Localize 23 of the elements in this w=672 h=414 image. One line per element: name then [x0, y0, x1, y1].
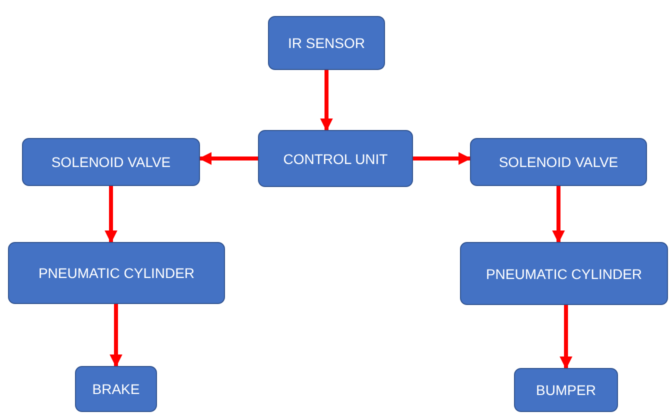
- arrow: [552, 186, 565, 244]
- box-label: PNEUMATIC CYLINDER: [486, 266, 642, 282]
- process-box: [470, 138, 647, 186]
- box-label: IR SENSOR: [288, 35, 365, 51]
- arrow: [320, 70, 333, 132]
- process-box: [22, 138, 200, 186]
- process-box: [460, 242, 668, 305]
- box-label: BRAKE: [92, 381, 140, 397]
- arrow: [560, 305, 572, 370]
- arrow: [110, 304, 122, 368]
- box-label: SOLENOID VALVE: [498, 154, 618, 170]
- arrow: [198, 152, 258, 165]
- process-box: [8, 242, 225, 304]
- arrow: [413, 152, 472, 165]
- box-label: SOLENOID VALVE: [51, 154, 171, 170]
- process-box: [75, 366, 157, 412]
- box-label: PNEUMATIC CYLINDER: [38, 265, 195, 281]
- box-label: BUMPER: [536, 382, 596, 398]
- arrow: [104, 186, 118, 244]
- process-box: [514, 368, 618, 412]
- process-box: [268, 16, 385, 70]
- box-label: CONTROL UNIT: [283, 150, 388, 166]
- process-box: [258, 130, 413, 187]
